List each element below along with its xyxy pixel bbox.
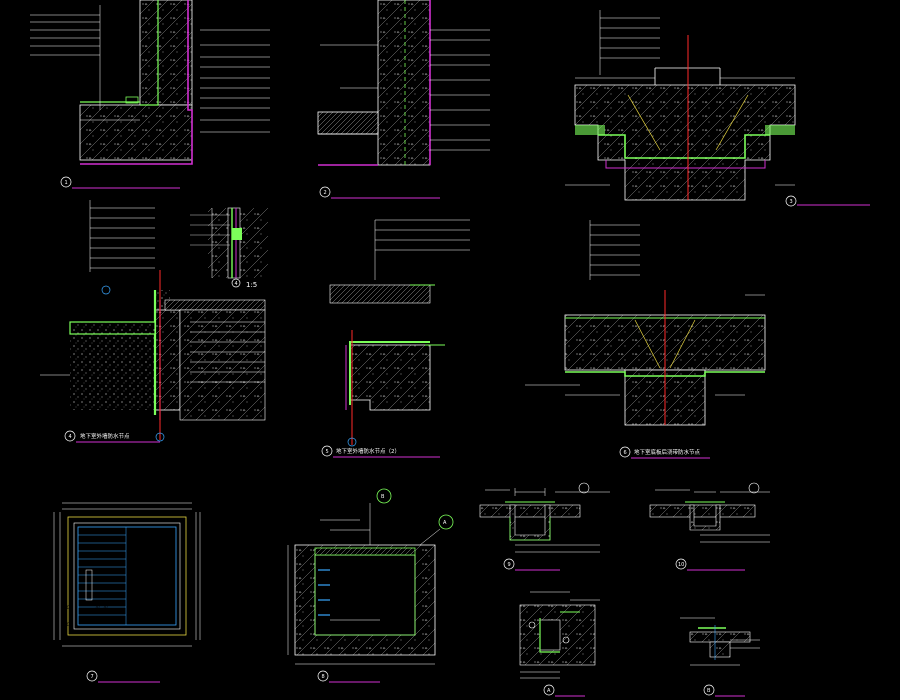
detail-7-number: 7 xyxy=(91,674,94,680)
detail-3-number-badge xyxy=(785,195,797,207)
detail-a-number-badge xyxy=(543,684,555,696)
pit-plan-dim-left-a: 50 xyxy=(64,605,70,611)
detail-8-number-badge xyxy=(317,670,329,682)
detail-2-slab xyxy=(317,111,379,135)
detail-1-wall xyxy=(139,0,193,106)
detail-1-number: 1 xyxy=(65,180,68,186)
detail-6-title: 地下室底板后浇带防水节点 xyxy=(634,448,701,456)
detail-9-dim-2000: L=2000 xyxy=(490,522,508,528)
detail-a-number: A xyxy=(547,688,551,694)
detail-4-number: 4 xyxy=(69,434,72,440)
pit-plan-dim-corner-tl: 100 xyxy=(62,503,71,509)
detail-2-wall xyxy=(377,0,431,166)
detail-1-waterproof xyxy=(140,0,159,106)
detail-5-number: 5 xyxy=(326,449,329,455)
detail-5-number-badge xyxy=(321,445,333,457)
detail-8-number: 8 xyxy=(322,674,325,680)
detail-4-number-badge xyxy=(64,430,76,442)
detail-10-channel xyxy=(689,504,721,531)
detail-4-callout-number: 4 xyxy=(235,281,238,287)
pit-plan-dim-side-left: B xyxy=(50,574,53,580)
detail-6-number-badge xyxy=(619,446,631,458)
detail-7-grating xyxy=(77,526,177,626)
pit-section-dim-bottom: L xyxy=(364,666,367,672)
pit-plan-dim-corner-br: 100 xyxy=(182,647,191,653)
detail-b-number: B xyxy=(707,688,711,694)
detail-10-number-badge xyxy=(675,558,687,570)
detail-5-title: 地下室外墙防水节点（2） xyxy=(336,447,400,455)
pit-plan-dim-side-right: B xyxy=(204,574,207,580)
detail-3: 3 xyxy=(565,10,870,207)
detail-7-pit-plan: L 100 100 100 100 B B 50 50 800 50 50 7 xyxy=(50,502,207,683)
detail-4-callout-scale: 1:5 xyxy=(246,281,257,289)
pit-plan-dim-corner-tr: 100 xyxy=(182,503,191,509)
detail-9-number-badge xyxy=(503,558,515,570)
pit-section-marker-a: A xyxy=(443,520,447,526)
detail-3-slab xyxy=(574,84,796,201)
detail-b-number-badge xyxy=(703,684,715,696)
detail-8-pit-section: B A L 8 xyxy=(287,488,454,683)
detail-4: 4 1:5 4 地下室外墙防水节点 xyxy=(40,200,268,443)
detail-2-number-badge xyxy=(319,186,331,198)
detail-5-wall xyxy=(349,344,431,411)
detail-4-soil xyxy=(70,290,170,410)
detail-4-title: 地下室外墙防水节点 xyxy=(80,432,130,440)
pit-plan-dim-inner-b: 50 xyxy=(102,604,108,610)
pit-plan-dim-top: L xyxy=(126,504,129,510)
detail-5-membrane xyxy=(349,341,430,405)
pit-section-marker-b: B xyxy=(381,494,385,500)
detail-9: 400 L=2000 9 xyxy=(479,482,610,571)
pit-plan-dim-corner-bl: 100 xyxy=(62,647,71,653)
pit-plan-dim-inner-c: 800 xyxy=(142,604,151,610)
detail-1-number-badge xyxy=(60,176,72,188)
detail-4-callout-badge xyxy=(231,278,241,288)
detail-4-callout: 4 1:5 xyxy=(190,207,268,289)
detail-2-number: 2 xyxy=(324,190,327,196)
detail-3-membrane xyxy=(598,134,770,159)
detail-6: 6 地下室底板后浇带防水节点 xyxy=(525,220,766,459)
detail-3-number: 3 xyxy=(790,199,793,205)
detail-1-membrane xyxy=(80,0,193,165)
detail-1: 1 xyxy=(30,0,270,189)
detail-9-number: 9 xyxy=(508,562,511,568)
pit-plan-dim-left-b: 50 xyxy=(64,622,70,628)
detail-10-number: 10 xyxy=(678,562,684,568)
detail-6-number: 6 xyxy=(624,450,627,456)
detail-1-slab xyxy=(79,104,193,161)
detail-8-pit-walls xyxy=(294,544,436,656)
detail-10: 10 xyxy=(649,482,770,571)
pit-plan-dim-inner-a: 50 xyxy=(94,604,100,610)
detail-7-number-badge xyxy=(86,670,98,682)
detail-2: 2 xyxy=(317,0,490,199)
detail-a: A xyxy=(519,591,600,697)
detail-b: B xyxy=(680,617,760,697)
detail-5: 5 地下室外墙防水节点（2） xyxy=(321,219,470,458)
detail-9-dim-400: 400 xyxy=(525,486,534,492)
detail-4-wall xyxy=(154,309,181,411)
